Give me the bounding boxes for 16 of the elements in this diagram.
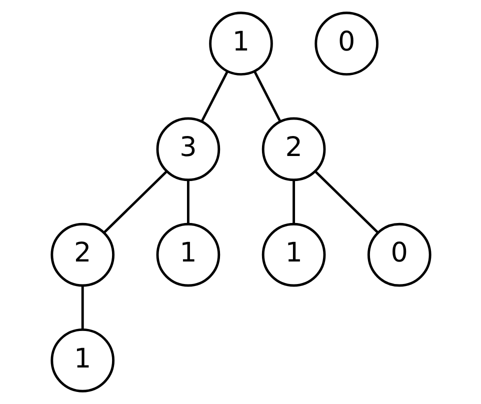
connector [80,286,84,330]
connector [186,180,189,224]
connector [292,180,295,224]
connector [102,170,168,234]
node-circle: 3 [156,117,220,182]
node-circle: 2 [50,222,114,287]
node-circle: 0 [366,222,431,287]
node-circle: 2 [261,117,326,182]
connector [314,170,378,234]
connector [200,70,228,122]
node-circle: 1 [208,12,272,76]
connector [253,70,281,122]
node-circle: 1 [50,328,114,392]
node-circle: 1 [261,222,326,287]
node-circle: 1 [156,222,220,287]
node-circle: 0 [314,12,378,76]
